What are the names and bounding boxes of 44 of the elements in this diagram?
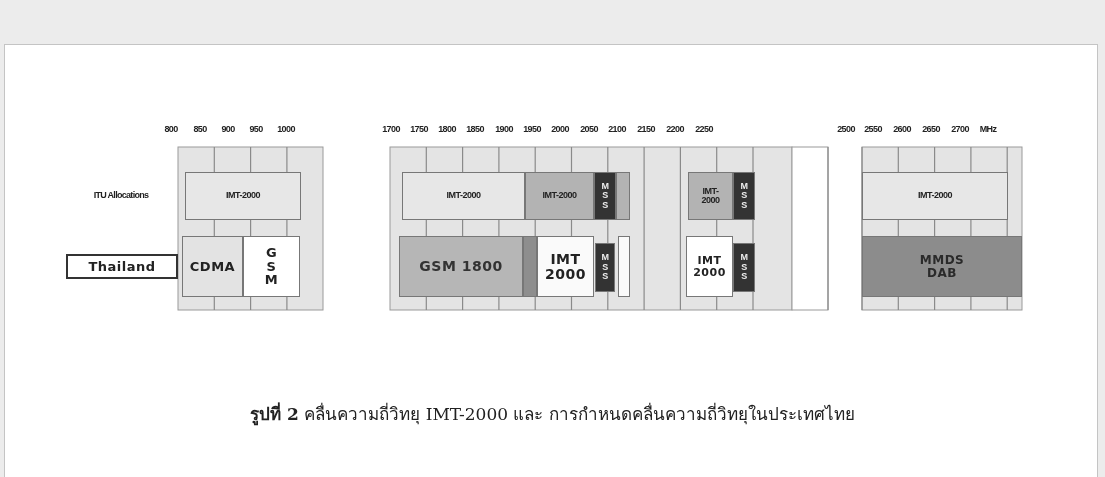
allocation-box: M S S [595,243,615,292]
frequency-label: 1700 [382,124,400,134]
frequency-label: 1750 [410,124,428,134]
country-box: Thailand [66,254,178,279]
allocation-box: CDMA [182,236,243,297]
allocation-box: IMT 2000 [686,236,733,297]
allocation-box: IMT-2000 [862,172,1008,220]
allocation-box: IMT-2000 [185,172,301,220]
frequency-label: 2650 [922,124,940,134]
frequency-label: 2200 [666,124,684,134]
frequency-label: 950 [249,124,263,134]
allocation-box: M S S [733,243,755,292]
allocation-box: M S S [733,172,755,220]
allocation-box: IMT 2000 [537,236,594,297]
frequency-label: 800 [164,124,178,134]
allocation-box: IMT-2000 [525,172,594,220]
frequency-label: MHz [979,124,997,134]
frequency-label: 2550 [864,124,882,134]
frequency-label: 1850 [466,124,484,134]
row-label: ITU Allocations [93,190,149,200]
frequency-label: 2100 [608,124,626,134]
allocation-box: G S M [243,236,300,297]
allocation-box: IMT-2000 [402,172,525,220]
allocation-box: IMT- 2000 [688,172,733,220]
allocation-box: MMDS DAB [862,236,1022,297]
frequency-label: 2700 [951,124,969,134]
band-segment [523,236,537,297]
frequency-label: 2600 [893,124,911,134]
frequency-label: 900 [221,124,235,134]
frequency-label: 1800 [438,124,456,134]
frequency-label: 1950 [523,124,541,134]
figure-caption: รูปที่ 2 คลื่นความถี่วิทยุ IMT-2000 และ การกำหนดคลื่นความถี่วิทยุในประเทศไทย [250,404,855,424]
frequency-label: 1900 [495,124,513,134]
frequency-label: 1000 [277,124,295,134]
band-segment [618,236,630,297]
frequency-label: 2150 [637,124,655,134]
frequency-label: 2000 [551,124,569,134]
frequency-label: 850 [193,124,207,134]
frequency-label: 2250 [695,124,713,134]
band-segment [616,172,630,220]
allocation-box: GSM 1800 [399,236,523,297]
frequency-label: 2500 [837,124,855,134]
allocation-box: M S S [594,172,616,220]
frequency-label: 2050 [580,124,598,134]
